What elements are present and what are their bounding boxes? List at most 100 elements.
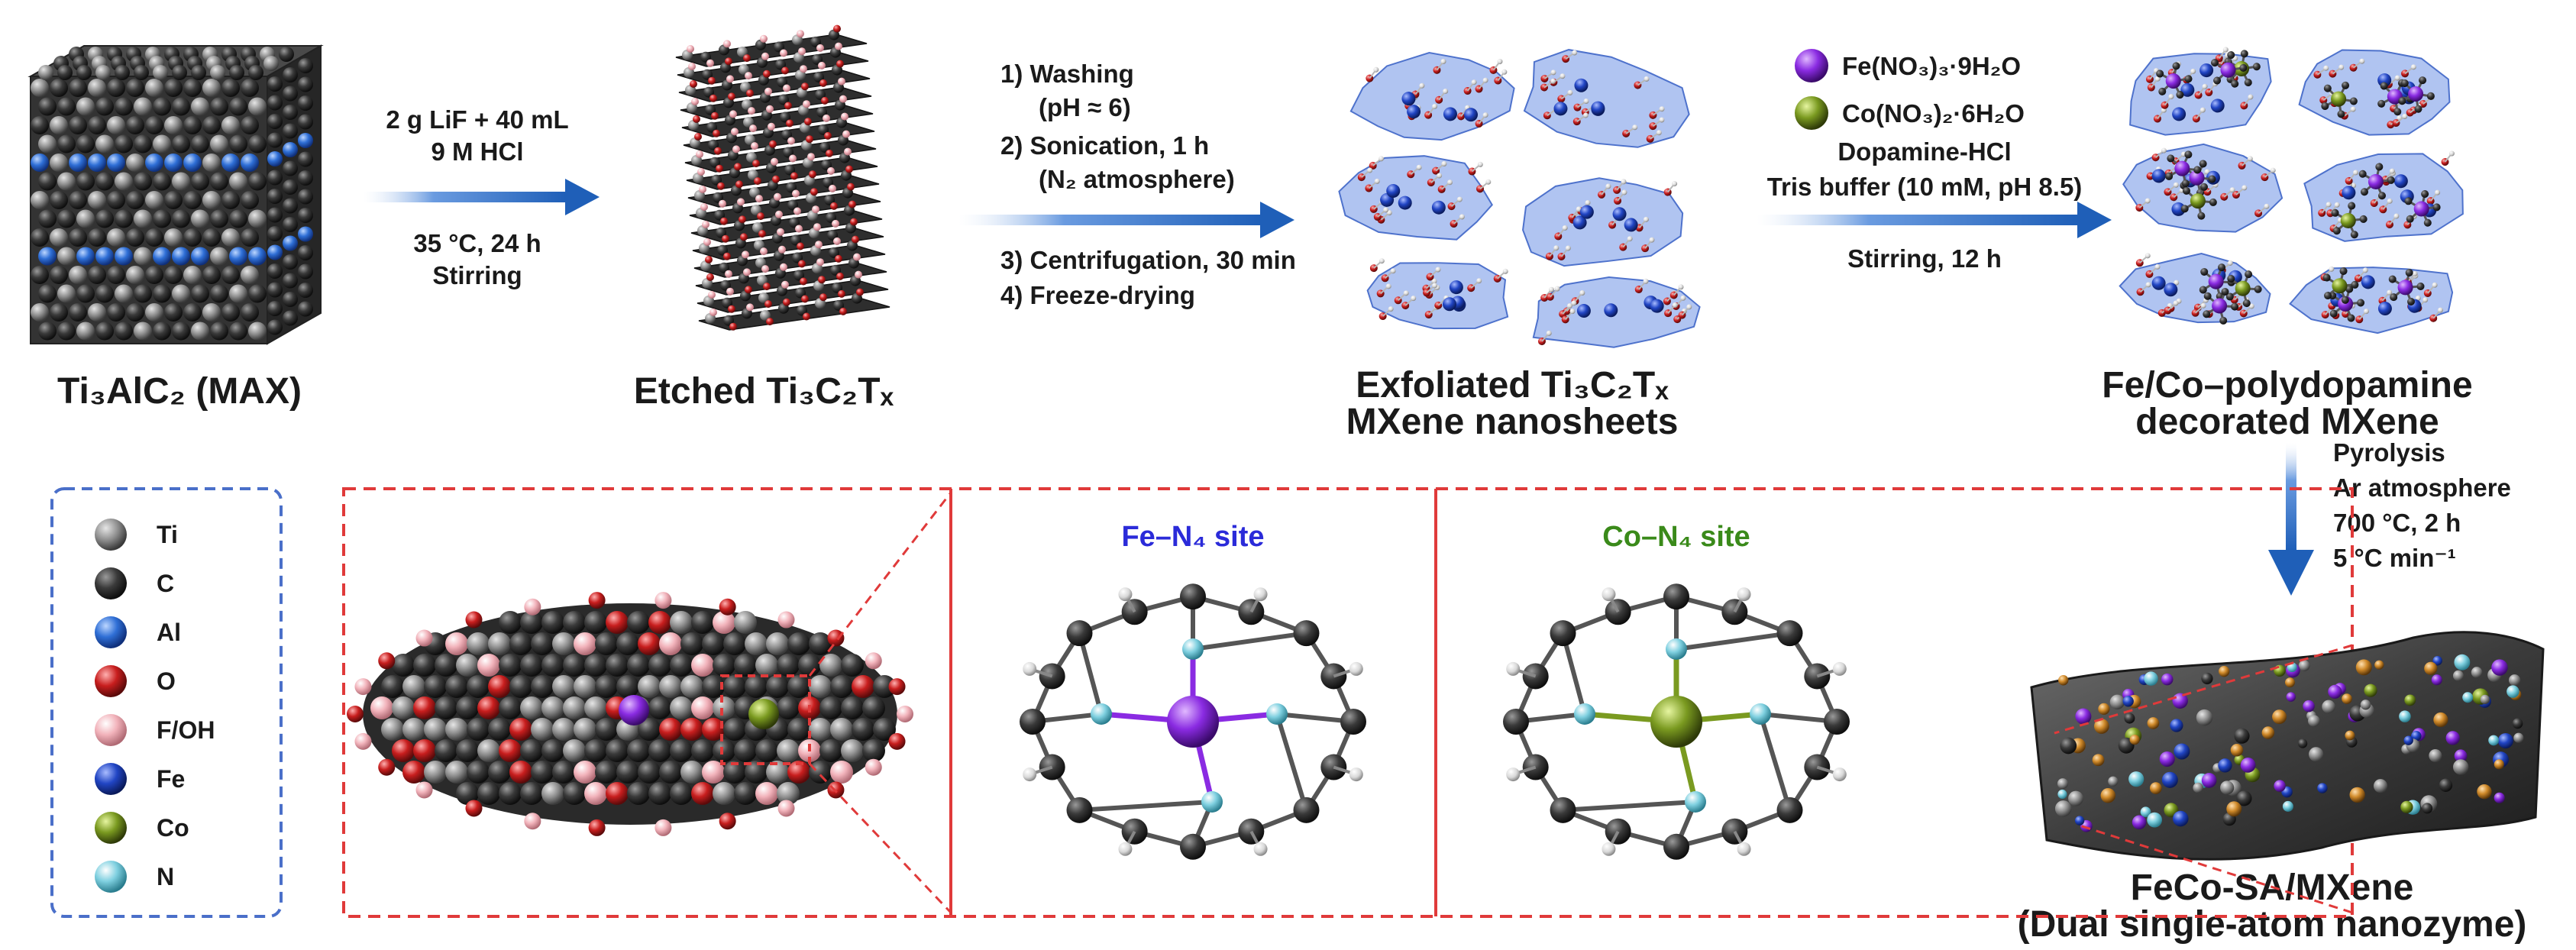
max-atom [153,173,171,191]
particle-atom [809,761,832,784]
etched-termination [693,115,700,123]
particle-atom [680,718,703,741]
legend-label: Co [157,814,189,842]
particle-atom [627,654,650,677]
max-atom [76,65,92,80]
surface-atom [2298,738,2307,748]
etched-termination [795,225,803,233]
max-atom [38,173,57,191]
nanosheet [2118,250,2272,327]
step2-conditions: 1) Washing (pH ≈ 6) 2) Sonication, 1 h (… [1000,60,1296,309]
etched-termination [766,105,774,113]
max-atom [31,191,49,209]
etched-termination [774,193,781,201]
particle-atom [499,611,522,634]
particle-atom [488,675,511,698]
etched-termination [855,271,862,279]
step2-line: 4) Freeze-drying [1000,281,1195,309]
max-atom [107,191,125,209]
particle-atom [435,696,457,719]
fe-precursor-label: Fe(NO₃)₃·9H₂O [1842,52,2021,80]
particle-atom [413,696,436,719]
max-atom [172,135,190,153]
etched-termination [687,45,694,53]
caption-max: Ti₃AlC₂ (MAX) [57,371,302,412]
max-atom [172,285,190,303]
max-atom [221,191,240,209]
etched-termination [709,309,717,316]
max-atom [57,210,76,228]
site-c-atom [1824,709,1850,735]
max-atom [191,65,206,80]
max-atom [172,173,190,191]
etched-termination [694,133,702,141]
surface-atom [2429,749,2442,762]
max-atom [191,173,209,191]
surface-atom [2219,666,2229,677]
etched-termination [706,60,714,67]
max-atom [229,322,247,341]
site-n-atom [1750,703,1771,725]
site-h-atom [1833,767,1847,781]
etched-termination [818,276,826,283]
max-atom [57,285,76,303]
co-precursor-label: Co(NO₃)₂·6H₂O [1842,99,2025,128]
step3-line: Stirring, 12 h [1847,244,2002,273]
etched-termination [786,120,793,128]
etched-mxene-stack [676,25,890,331]
etched-termination [763,283,771,290]
max-atom [38,247,57,266]
particle-atom [702,632,725,655]
particle-atom [659,632,682,655]
max-atom [76,135,95,153]
max-atom [134,322,152,341]
site-h-atom [1602,587,1615,601]
max-atom [31,153,49,172]
max-atom [69,79,87,97]
max-atom [69,266,87,284]
co-metal-atom [1650,696,1702,748]
max-atom [241,303,259,322]
max-atom [153,210,171,228]
etched-termination [781,67,789,75]
surface-atom [2226,801,2241,816]
particle-atom [777,739,800,762]
etched-termination [819,79,827,87]
step3-line: Tris buffer (10 mM, pH 8.5) [1767,173,2083,201]
particle-atom [467,675,490,698]
particle-atom [841,654,864,677]
surface-atom [2220,780,2234,794]
particle-atom [809,718,832,741]
etched-termination [778,246,786,254]
surface-atom [2433,712,2448,727]
etched-termination [848,201,856,208]
particle-atom [584,739,607,762]
site-n-atom [1685,791,1706,813]
max-atom [241,79,259,97]
max-atom [95,247,114,266]
max-atom [164,228,183,247]
etched-termination [746,303,754,311]
particle-atom [435,739,457,762]
max-atom [248,285,267,303]
max-atom [57,135,76,153]
max-atom [153,247,171,266]
site-h-atom [1254,587,1268,601]
max-atom [38,65,53,80]
max-atom [57,247,76,266]
particle-atom [723,675,746,698]
max-atom [115,173,133,191]
etched-termination [856,289,864,296]
particle-atom [648,739,671,762]
max-atom [210,135,228,153]
max-atom [283,254,298,270]
max-atom [172,65,187,80]
etched-termination [844,148,852,156]
legend-label: N [157,863,174,890]
mxene-particle-model [347,592,913,836]
particle-atom [670,611,693,634]
particle-atom [574,718,596,741]
caption-pda: Fe/Co–polydopamine [2102,365,2472,406]
max-atom [153,285,171,303]
max-atom [298,170,313,186]
